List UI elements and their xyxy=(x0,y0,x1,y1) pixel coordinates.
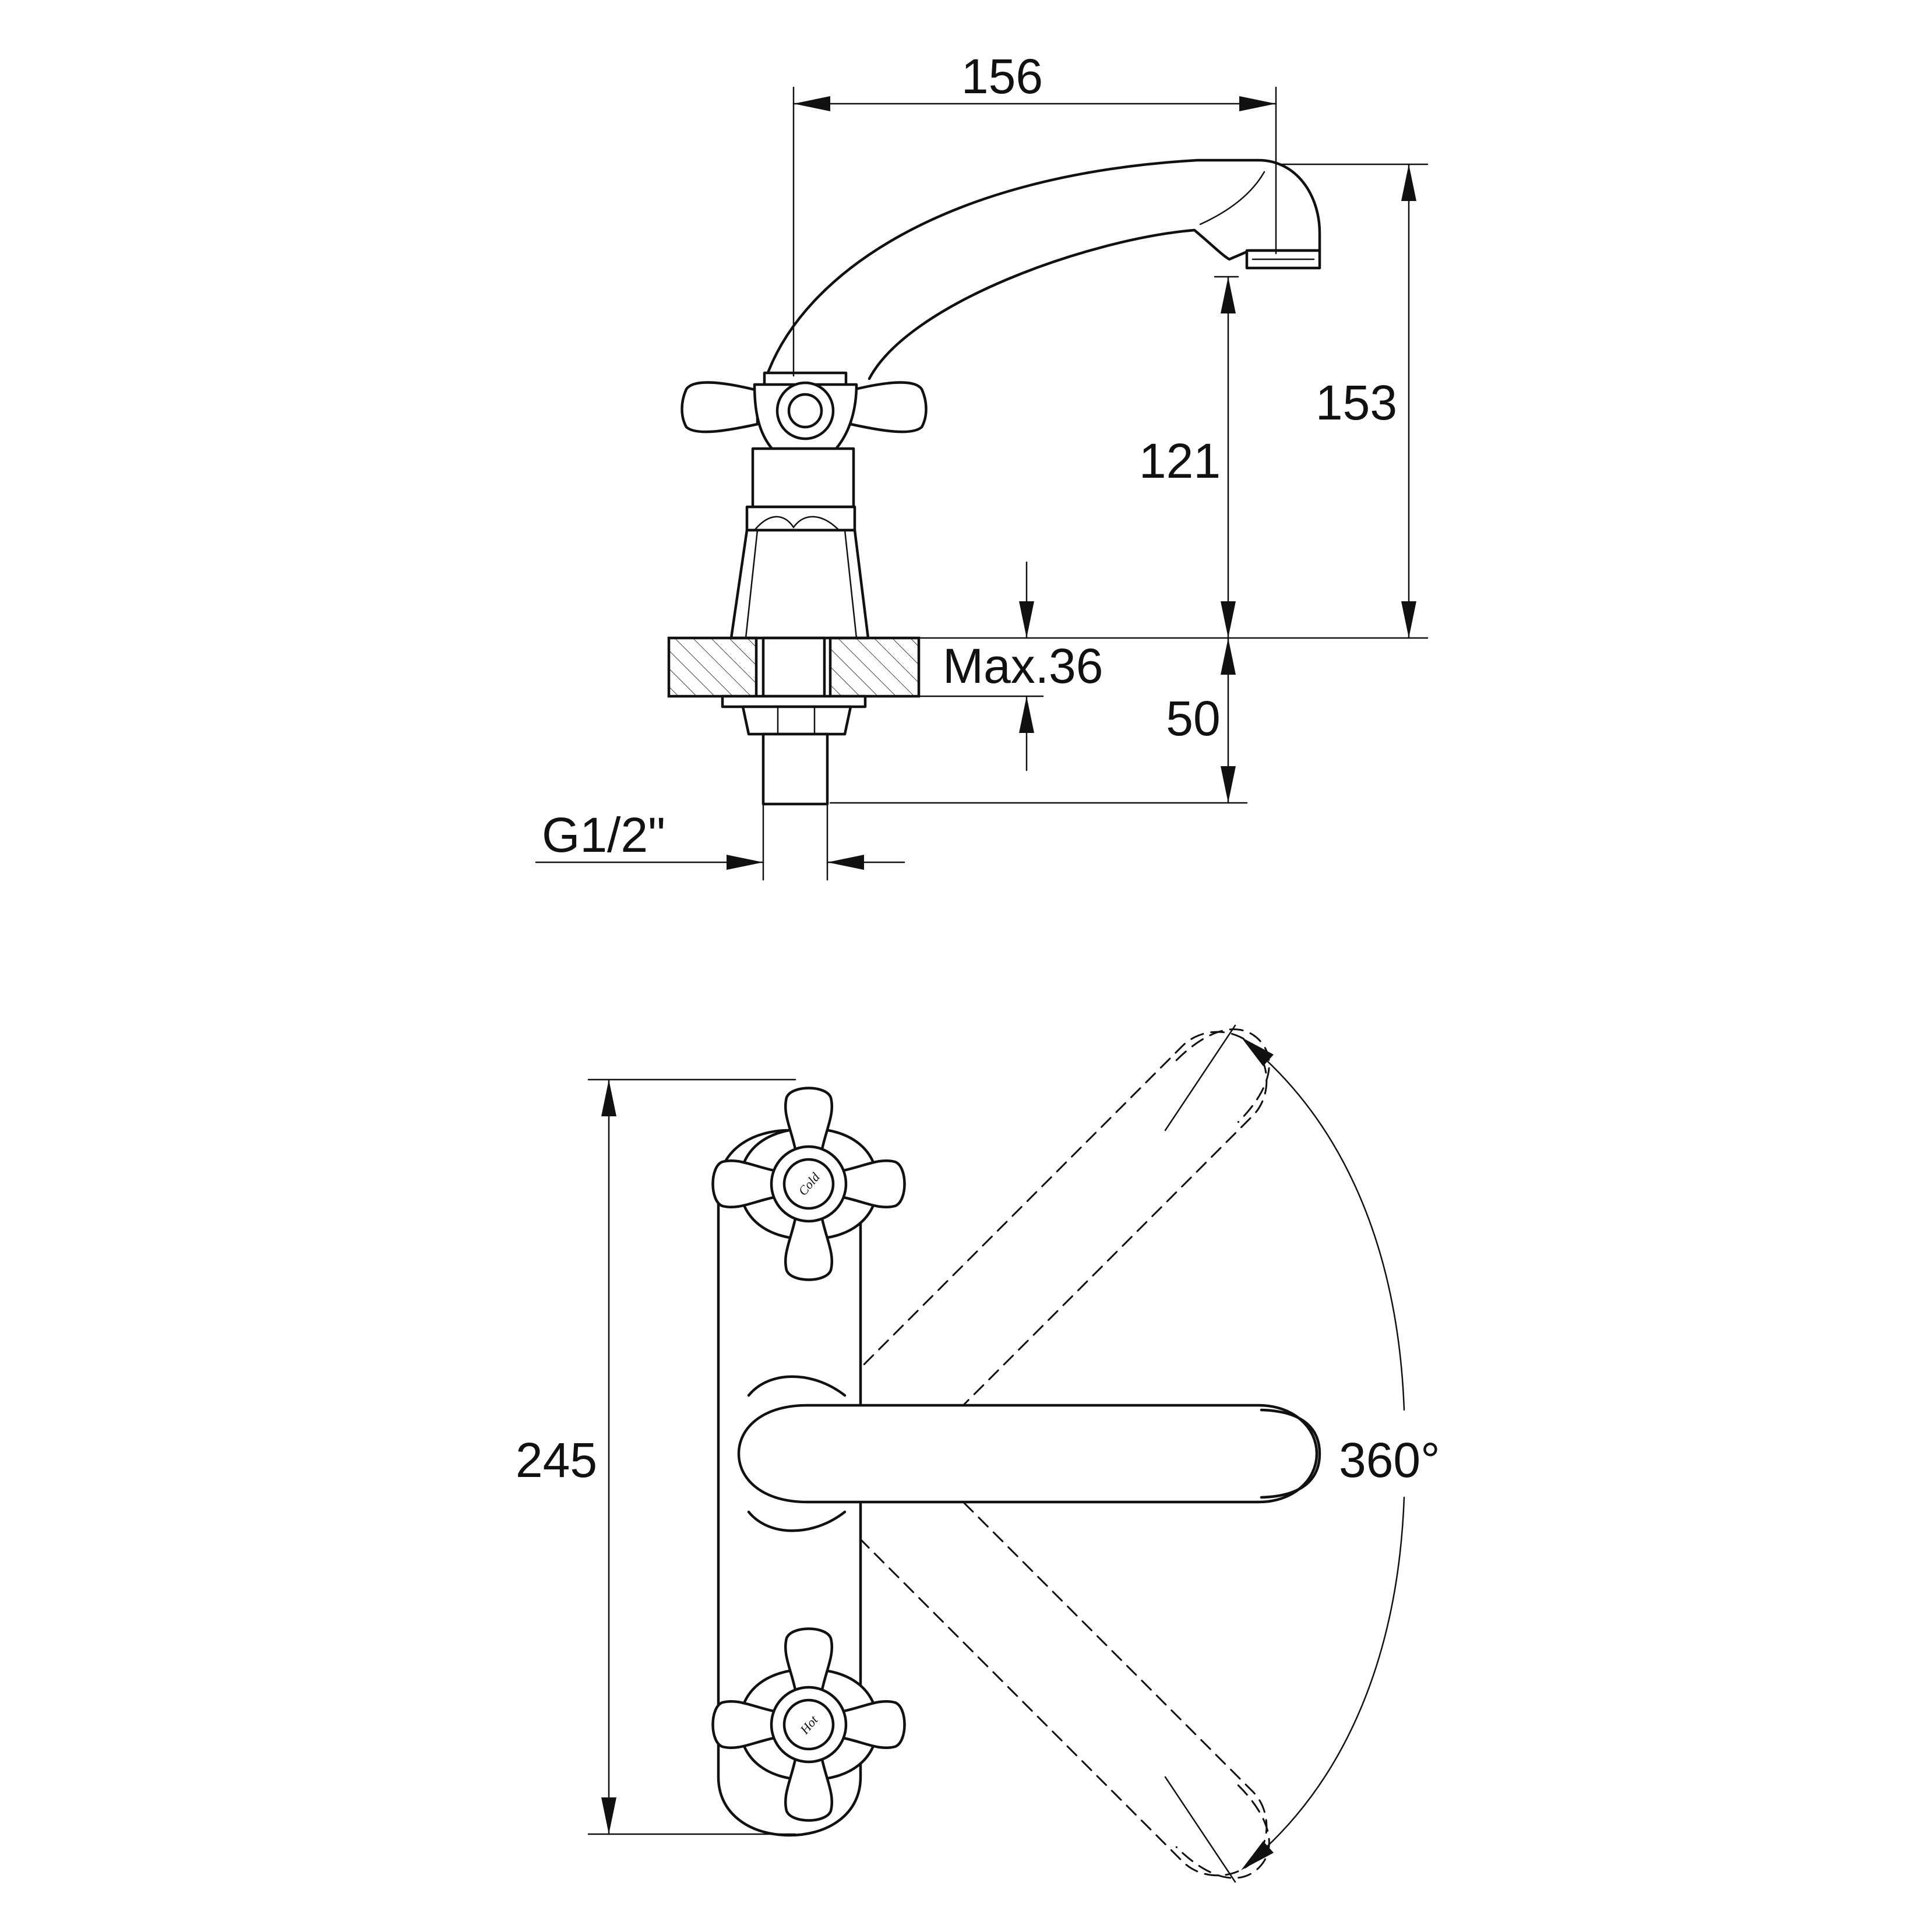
arrow-245-top xyxy=(601,1080,616,1116)
spout xyxy=(765,158,1321,380)
arrow-50-top xyxy=(1221,638,1236,675)
nut xyxy=(741,705,852,736)
arrow-thread-left xyxy=(727,855,763,870)
arrow-50-bottom xyxy=(1221,766,1236,803)
handle-hot-arm-down xyxy=(784,1755,834,1822)
side-view: 156 153 121 Max.36 50 G1/2" xyxy=(535,49,1429,881)
arrow-153-bottom xyxy=(1401,601,1416,638)
handle-left-arm xyxy=(681,381,759,433)
spout-top-view xyxy=(737,1404,1318,1504)
dim-label-245: 245 xyxy=(516,1433,597,1487)
arrow-245-bottom xyxy=(601,1797,616,1834)
dim-label-121: 121 xyxy=(1139,433,1221,488)
handle-cold-arm-right xyxy=(839,1159,906,1209)
handle-hot[interactable]: Hot xyxy=(711,1627,906,1822)
swivel-arc-top xyxy=(747,1375,847,1397)
handle-cold-cap xyxy=(782,1158,835,1210)
handle-cold[interactable]: Cold xyxy=(711,1087,906,1281)
arrow-36-bottom xyxy=(1019,696,1034,733)
dim-label-156: 156 xyxy=(961,49,1043,104)
handle-cold-arm-left xyxy=(711,1159,778,1209)
handle-hot-cap xyxy=(782,1698,835,1751)
dim-label-50: 50 xyxy=(1166,691,1220,746)
swivel-arc-bottom xyxy=(747,1510,847,1532)
spout-ghost-lower xyxy=(833,1442,1270,1879)
dim-label-max36: Max.36 xyxy=(943,639,1103,693)
arrow-156-left xyxy=(794,96,830,111)
handle-cold-arm-down xyxy=(784,1214,834,1281)
body-edge-right xyxy=(844,529,858,639)
handle-cold-arm-up xyxy=(784,1087,834,1154)
handle-hot-arm-up xyxy=(784,1627,834,1694)
dim-arc-360-upper xyxy=(1246,1042,1405,1411)
arrow-156-right xyxy=(1239,96,1276,111)
arrow-36-top xyxy=(1019,601,1034,638)
arrow-121-top xyxy=(1221,277,1236,313)
handle-cap-outer xyxy=(775,381,835,440)
dim-arc-360-lower xyxy=(1246,1496,1405,1866)
deck-left xyxy=(667,636,758,698)
body-collar xyxy=(745,505,856,532)
spout-tip-curve xyxy=(1260,1408,1321,1499)
dim-label-thread: G1/2" xyxy=(542,808,665,862)
dim-label-153: 153 xyxy=(1316,375,1397,430)
body-upper xyxy=(751,447,855,509)
shank xyxy=(761,732,829,806)
handle-hot-arm-left xyxy=(711,1700,778,1750)
arrow-153-top xyxy=(1401,164,1416,201)
arrow-121-bottom xyxy=(1221,601,1236,638)
washer xyxy=(721,694,867,708)
ext-line-360-lower xyxy=(1164,1776,1236,1883)
spout-inner-curve xyxy=(1199,171,1265,225)
top-view: Cold Hot 245 360° xyxy=(516,1024,1440,1883)
arrow-thread-right xyxy=(827,855,864,870)
dim-label-360: 360° xyxy=(1339,1433,1440,1487)
body-collar-wave xyxy=(753,516,840,531)
spout-ghost-upper xyxy=(833,1028,1270,1465)
handle-right-arm xyxy=(849,381,928,433)
handle-hot-arm-right xyxy=(839,1700,906,1750)
arrow-360-upper xyxy=(1241,1037,1274,1066)
arrow-360-lower xyxy=(1241,1841,1274,1870)
deck-right xyxy=(828,636,921,698)
shank-through-deck xyxy=(761,636,826,698)
ext-line-360-upper xyxy=(1164,1024,1236,1131)
handle-cap-inner xyxy=(787,393,823,429)
body-edge-left xyxy=(745,529,759,639)
